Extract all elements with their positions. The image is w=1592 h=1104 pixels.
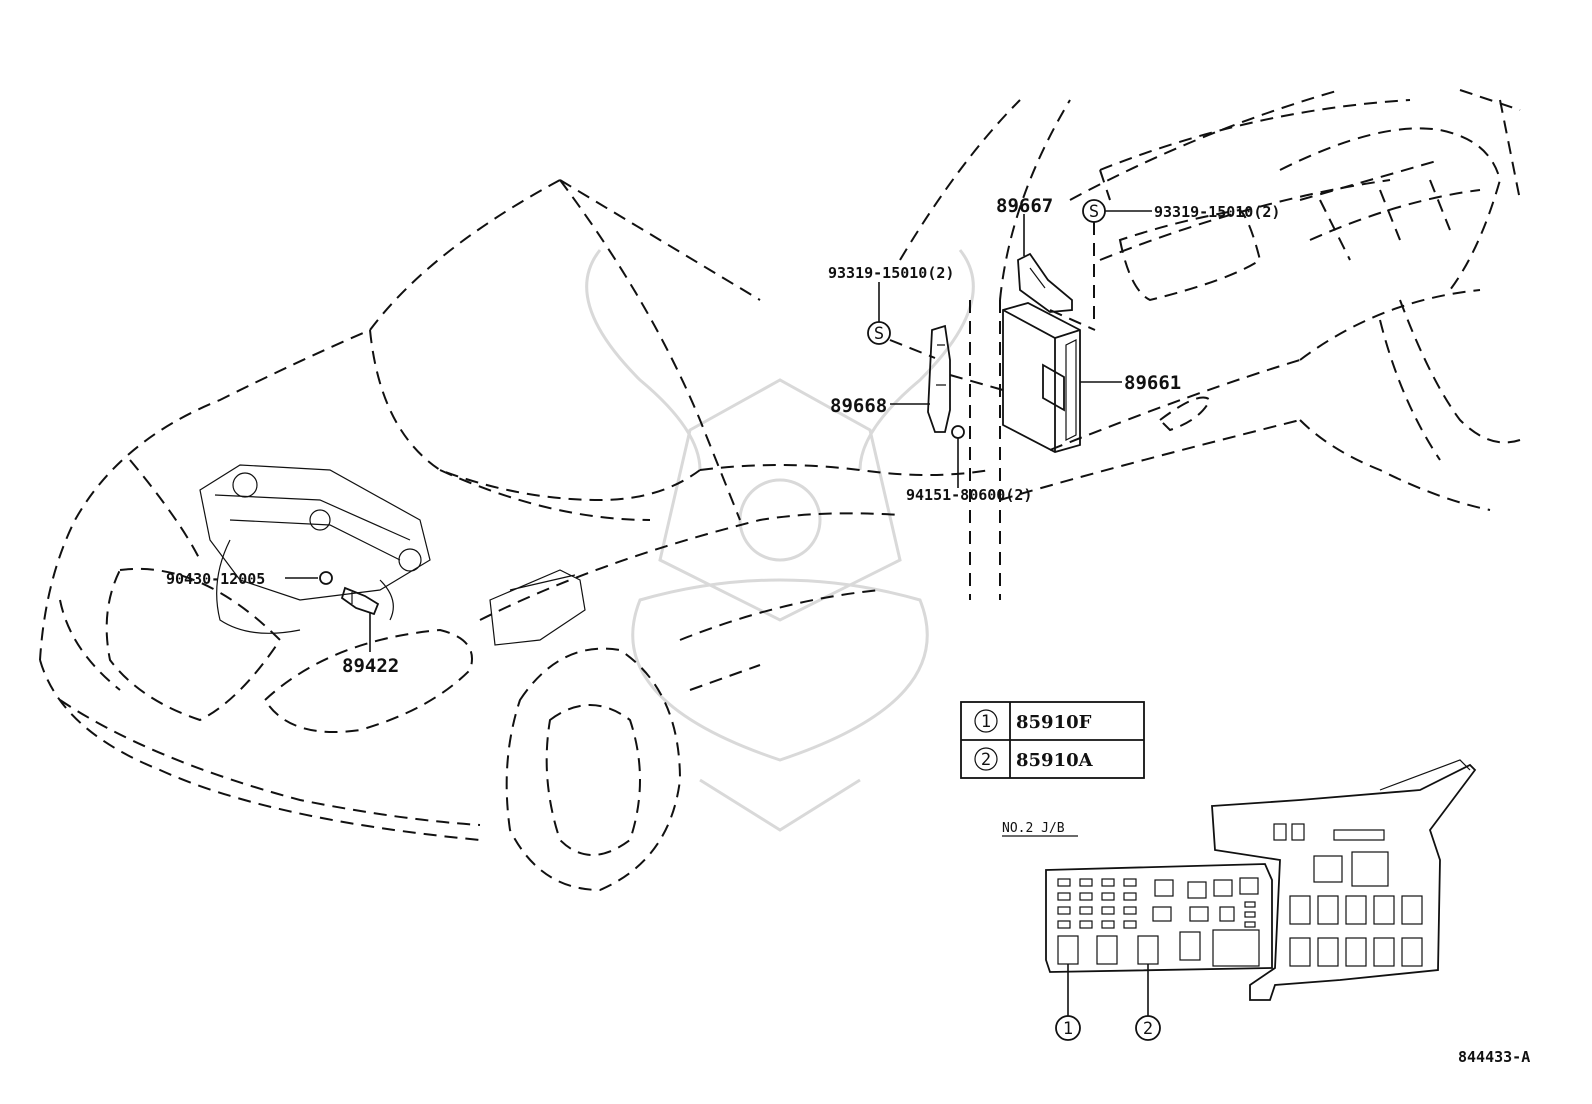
callout-1-number: 1 — [1063, 1019, 1073, 1039]
label-90430-12005: 90430-12005 — [166, 570, 265, 588]
dashboard-outline — [899, 89, 1521, 600]
legend-part-1: 85910F — [1016, 712, 1092, 733]
screw-symbol: S — [1089, 202, 1099, 222]
sensor-89422 — [340, 586, 380, 616]
bracket-89668 — [927, 324, 951, 433]
legend-table: 1 85910F 2 85910A — [960, 701, 1145, 779]
junction-block-label: NO.2 J/B — [1002, 821, 1065, 836]
nut-94151 — [951, 425, 965, 439]
legend-part-2: 85910A — [1016, 750, 1094, 771]
screw-top: S — [1082, 199, 1106, 223]
callout-2: 2 — [1135, 1015, 1161, 1041]
label-89667: 89667 — [996, 195, 1053, 217]
diagram-reference-code: 844433-A — [1458, 1048, 1530, 1066]
label-93319-15010-left: 93319-15010(2) — [828, 264, 954, 282]
junction-block — [1045, 759, 1477, 1001]
label-89668: 89668 — [830, 395, 887, 417]
screw-symbol: S — [874, 324, 884, 344]
label-93319-15010-top: 93319-15010(2) — [1154, 203, 1280, 221]
legend-num-1: 1 — [981, 712, 991, 732]
watermark — [585, 249, 975, 832]
label-94151-80600: 94151-80600(2) — [906, 486, 1032, 504]
car-body-outline — [39, 179, 991, 892]
bracket-89667 — [1017, 252, 1073, 313]
callout-2-number: 2 — [1143, 1019, 1153, 1039]
ecu-89661 — [1002, 302, 1081, 453]
engine-block — [199, 464, 586, 646]
clip-90430 — [319, 571, 333, 585]
screw-left: S — [867, 321, 891, 345]
legend-num-2: 2 — [981, 750, 991, 770]
label-89661: 89661 — [1124, 372, 1181, 394]
callout-1: 1 — [1055, 1015, 1081, 1041]
label-89422: 89422 — [342, 655, 399, 677]
